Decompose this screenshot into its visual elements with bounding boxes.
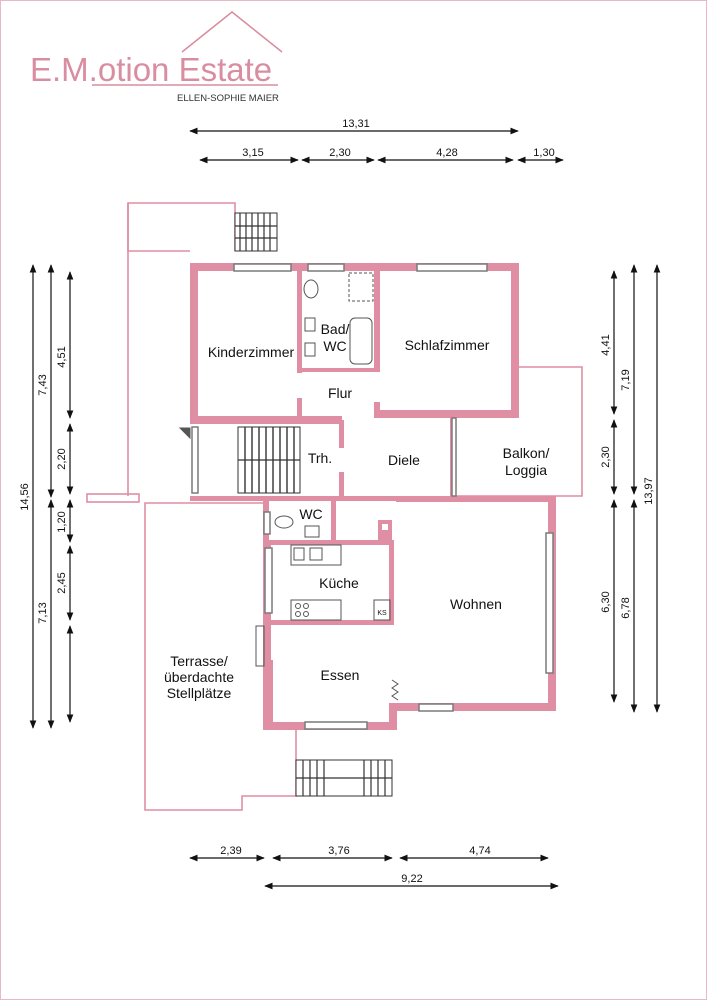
dim-right-outer: 13,97 [643,477,655,505]
window-kinderzimmer [233,263,292,272]
left-dimensions: 14,56 7,43 7,13 4,51 2,20 1,20 2,45 [19,264,74,729]
toilet-wc-icon [274,515,294,529]
label-wohnen: Wohnen [450,596,502,612]
window-balkon-door [451,417,457,497]
window-wohnen [545,532,554,674]
logo-brand: E.M.otion Estate [30,51,272,88]
bathtub-icon [349,317,373,365]
label-kinderzimmer: Kinderzimmer [208,344,295,360]
sink-wc-icon [304,525,320,538]
dim-left-inner-1: 4,51 [56,346,68,367]
dim-left-inner-4: 2,45 [56,572,68,593]
dim-right-inner-3: 6,30 [600,591,612,612]
dim-top-3: 4,28 [436,147,457,159]
top-dimensions: 13,31 3,15 2,30 4,28 1,30 [189,118,564,164]
windows [191,263,554,730]
sink-bad-1-icon [304,317,316,332]
dishrack-icon [309,547,323,561]
label-terrasse-3: Stellplätze [167,685,232,701]
shower-icon [348,272,374,302]
dim-bottom-1: 2,39 [220,845,241,857]
entrance-arrow-icon [178,427,191,440]
sink-bad-2-icon [304,342,316,357]
logo-roof-icon [181,10,283,53]
label-diele: Diele [388,452,420,468]
stove-burner-4-icon [303,611,309,617]
room-labels: Kinderzimmer Bad/ WC Schlafzimmer Flur T… [164,321,549,701]
interior-stairs [237,426,301,494]
label-flur: Flur [328,385,352,401]
walls [190,263,556,730]
dim-right-mid-upper: 7,19 [620,369,632,390]
dim-left-mid-lower: 7,13 [37,602,49,623]
window-essen [304,721,368,730]
window-bad [307,263,345,272]
label-terrasse-1: Terrasse/ [170,653,228,669]
window-schlafzimmer [416,263,488,272]
stove-burner-3-icon [295,611,301,617]
entrance-stairs [234,212,278,252]
kitchen-counter-bottom-icon [290,599,342,621]
label-ks: KS [377,610,387,617]
dim-top-1: 3,15 [242,147,263,159]
stove-burner-2-icon [303,603,309,609]
fridge-icon [373,599,391,621]
stove-burner-1-icon [295,603,301,609]
dim-left-inner-3: 1,20 [56,511,68,532]
terrace-stairs [295,759,393,797]
label-wc: WC [299,506,322,522]
dim-top-2: 2,30 [329,147,350,159]
window-trh [191,426,199,494]
toilet-bad-icon [303,279,319,299]
label-kueche: Küche [319,575,359,591]
window-wc [263,511,271,535]
label-balkon-2: Loggia [505,462,547,478]
dim-top-4: 1,30 [533,147,554,159]
window-kueche [264,547,273,614]
fixtures [178,272,399,701]
label-bad-1: Bad/ [321,321,350,337]
dim-left-inner-2: 2,20 [56,448,68,469]
right-dimensions: 4,41 2,30 6,30 7,19 6,78 13,97 [600,264,661,713]
label-bad-2: WC [323,338,346,354]
entrance-canopy [86,493,140,503]
label-terrasse-2: überdachte [164,669,234,685]
dim-right-inner-1: 4,41 [600,334,612,355]
entrance-landing-outline [127,202,236,252]
dim-top-total: 13,31 [342,118,370,130]
dim-right-inner-2: 2,30 [600,446,612,467]
bottom-dimensions: 2,39 3,76 4,74 9,22 [189,845,559,890]
kitchen-counter-top-icon [290,544,342,566]
dim-right-mid-lower: 6,78 [620,597,632,618]
essen-door-frame [255,625,265,667]
dim-bottom-3: 4,74 [469,845,490,857]
logo-subtitle: ELLEN-SOPHIE MAIER [177,93,279,104]
label-essen: Essen [321,667,360,683]
dim-bottom-total: 9,22 [401,873,422,885]
label-balkon-1: Balkon/ [503,445,550,461]
label-schlafzimmer: Schlafzimmer [405,337,490,353]
entrance-stairs-box [234,212,278,252]
window-wohnen-bottom [418,703,454,712]
logo: E.M.otion Estate ELLEN-SOPHIE MAIER [30,10,283,104]
dim-bottom-2: 3,76 [328,845,349,857]
dim-left-mid-upper: 7,43 [37,374,49,395]
radiator-icon [391,679,399,701]
dim-left-outer: 14,56 [19,483,31,511]
label-trh: Trh. [308,450,332,466]
kitchen-sink-icon [293,547,305,561]
